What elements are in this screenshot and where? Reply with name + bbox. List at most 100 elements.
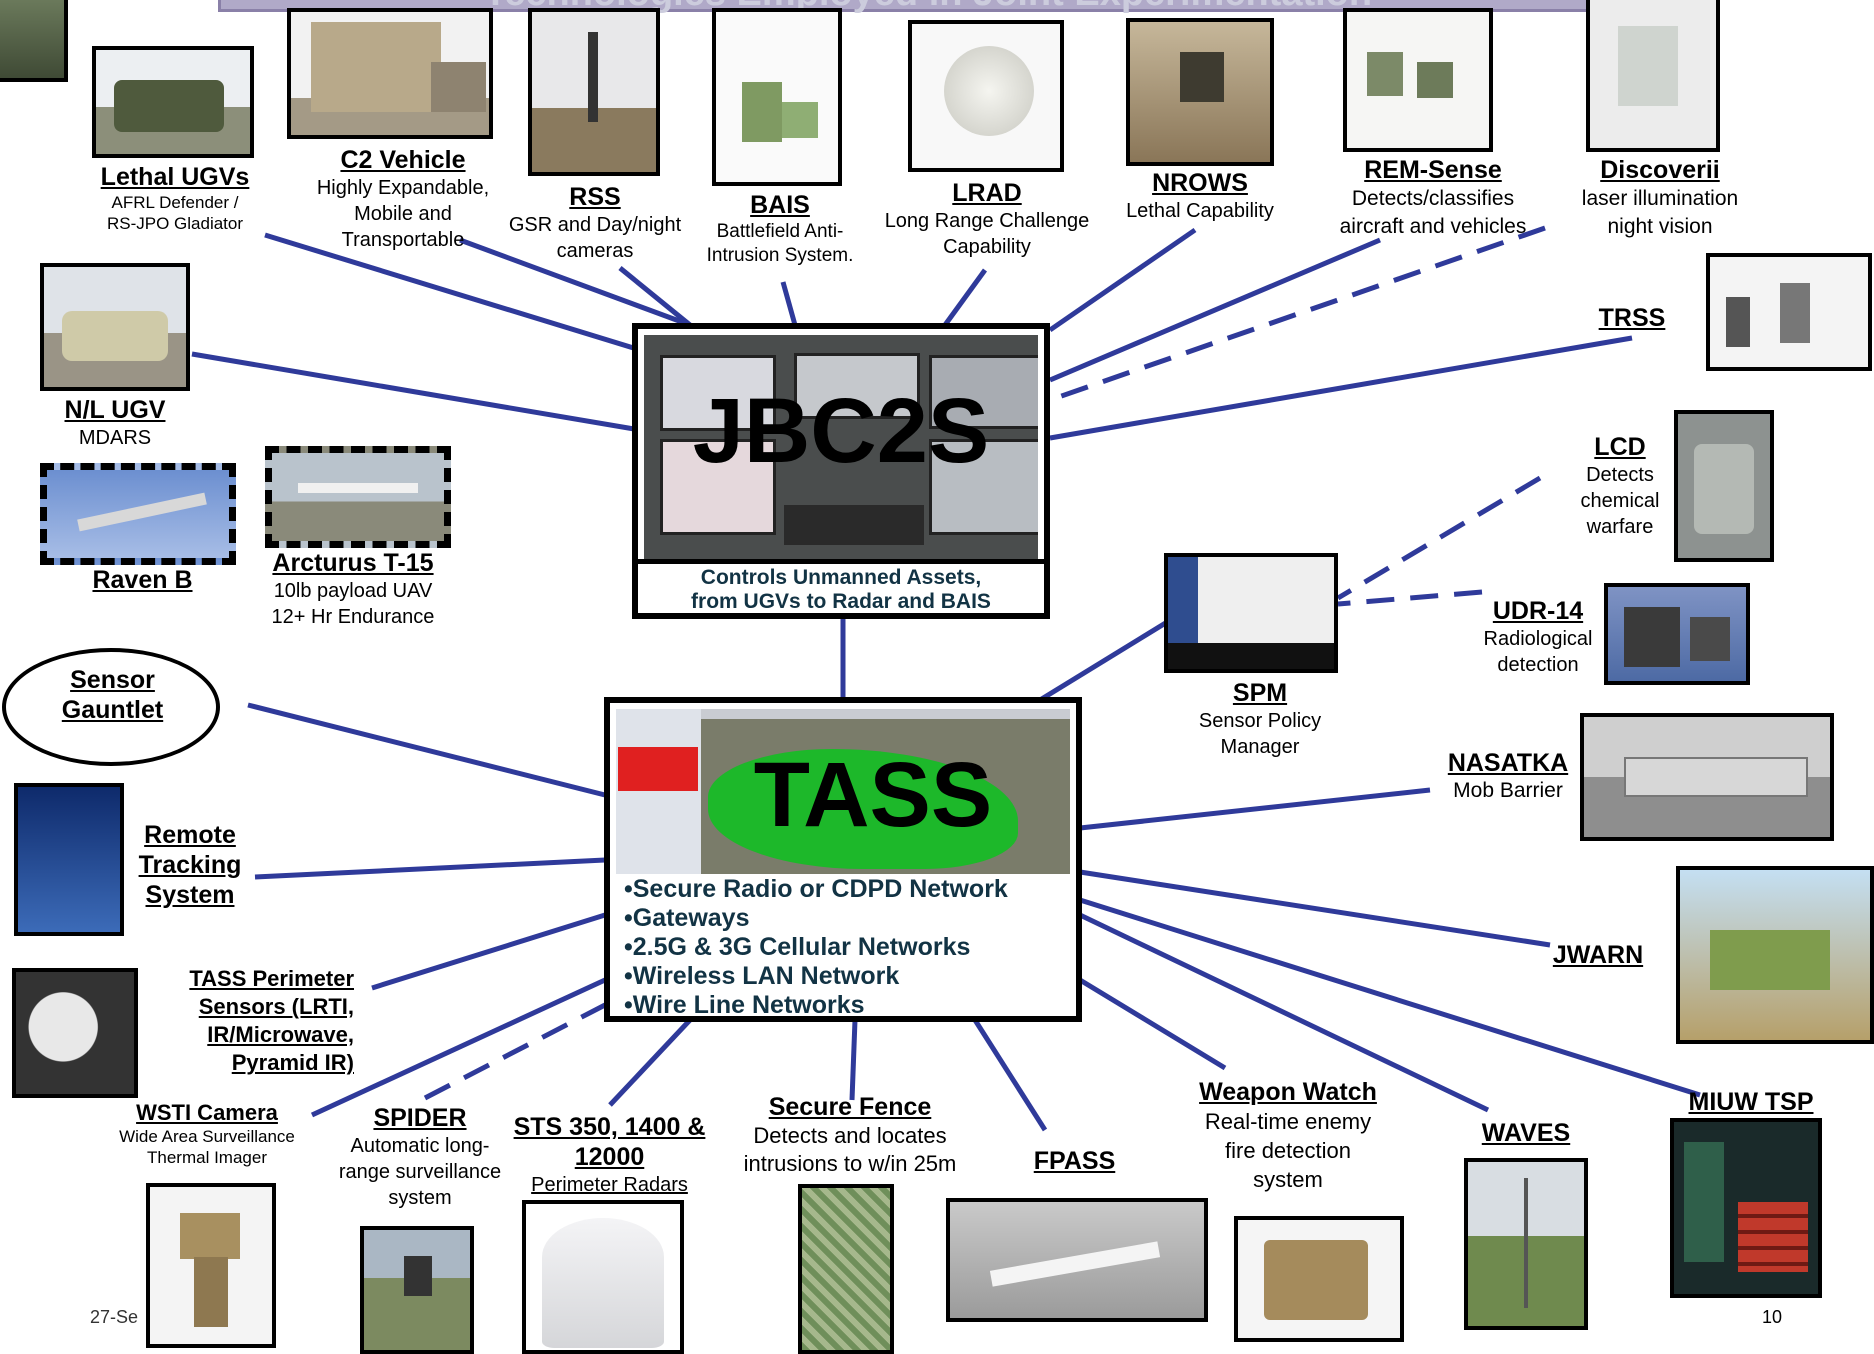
spm-desc1: Sensor Policy	[1198, 710, 1322, 732]
jbc2s-hub: JBC2S Controls Unmanned Assets, from UGV…	[632, 323, 1050, 619]
c2-vehicle-desc3: Transportable	[341, 229, 465, 251]
raven-b-photo	[40, 463, 236, 565]
lethal-ugvs-label: Lethal UGVs AFRL Defender / RS-JPO Gladi…	[80, 162, 270, 234]
secure-fence-desc1: Detects and locates	[753, 1123, 947, 1148]
rem-sense-desc2: aircraft and vehicles	[1339, 215, 1527, 238]
line-wsti	[310, 977, 607, 1118]
discoverii-label: Discoverii laser illumination night visi…	[1550, 155, 1770, 241]
line-trss	[1049, 335, 1633, 441]
jwarn-title: JWARN	[1552, 941, 1644, 969]
line-rem-sense	[1049, 237, 1381, 383]
nasatka-desc1: Mob Barrier	[1453, 779, 1563, 802]
tass-hub: TASS •Secure Radio or CDPD Network •Gate…	[604, 697, 1082, 1022]
c2-vehicle-desc2: Mobile and	[354, 203, 452, 225]
jbc2s-name: JBC2S	[692, 380, 990, 482]
bais-label: BAIS Battlefield Anti- Intrusion System.	[694, 190, 866, 268]
arcturus-desc1: 10lb payload UAV	[273, 580, 433, 602]
secure-fence-desc2: intrusions to w/in 25m	[743, 1151, 957, 1176]
c2-vehicle-title: C2 Vehicle	[340, 146, 466, 174]
bais-desc2: Intrusion System.	[706, 245, 854, 266]
line-lethal-ugvs	[264, 232, 641, 353]
miuw-photo	[1670, 1118, 1822, 1298]
nasatka-photo	[1580, 713, 1834, 841]
discoverii-desc1: laser illumination	[1581, 187, 1739, 210]
nasatka-label: NASATKA Mob Barrier	[1438, 748, 1578, 804]
network-item: •2.5G & 3G Cellular Networks	[624, 933, 971, 961]
spm-photo	[1164, 553, 1338, 673]
remote-tracking-photo	[14, 783, 124, 936]
tass-map-image	[616, 709, 1070, 874]
nl-ugv-desc1: MDARS	[78, 427, 152, 449]
udr14-photo	[1604, 583, 1750, 685]
line-c2-vehicle	[459, 237, 691, 328]
sensor-gauntlet-ellipse	[2, 648, 220, 766]
waves-title: WAVES	[1481, 1119, 1571, 1147]
nasatka-title: NASATKA	[1447, 749, 1569, 777]
spm-label: SPM Sensor Policy Manager	[1160, 678, 1360, 760]
wsti-photo	[146, 1183, 276, 1348]
lrad-title: LRAD	[952, 179, 1022, 207]
sts-title2: 12000	[574, 1143, 645, 1171]
trss-title: TRSS	[1598, 304, 1666, 332]
lethal-ugvs-desc2: RS-JPO Gladiator	[106, 214, 244, 233]
weapon-watch-desc1: Real-time enemy	[1204, 1109, 1372, 1134]
sensor-gauntlet-title2: Gauntlet	[61, 696, 164, 724]
tass-perimeter-label: TASS Perimeter Sensors (LRTI, IR/Microwa…	[144, 965, 354, 1077]
lethal-ugvs-photo	[92, 46, 254, 158]
rss-desc2: cameras	[556, 240, 634, 262]
sts-title1: STS 350, 1400 &	[513, 1113, 706, 1141]
udr14-title: UDR-14	[1492, 597, 1584, 625]
network-item: •Secure Radio or CDPD Network	[624, 875, 1008, 903]
jbc2s-console-image	[644, 335, 1038, 561]
line-lrad	[942, 268, 988, 327]
line-sts	[608, 1018, 692, 1107]
rss-desc1: GSR and Day/night	[508, 214, 682, 236]
discoverii-desc2: night vision	[1607, 215, 1713, 238]
udr14-desc2: detection	[1497, 654, 1579, 676]
lcd-label: LCD Detects chemical warfare	[1560, 432, 1680, 540]
lrad-photo	[908, 20, 1064, 172]
secure-fence-title: Secure Fence	[768, 1093, 932, 1121]
miuw-label: MIUW TSP	[1676, 1087, 1826, 1117]
c2-vehicle-desc1: Highly Expandable,	[316, 177, 490, 199]
lcd-desc2: chemical	[1580, 490, 1660, 512]
nrows-title: NROWS	[1152, 169, 1248, 197]
line-fpass	[972, 1018, 1048, 1132]
tass-perimeter-title1: TASS Perimeter	[189, 966, 354, 991]
rem-sense-label: REM-Sense Detects/classifies aircraft an…	[1318, 155, 1548, 241]
c2-vehicle-label: C2 Vehicle Highly Expandable, Mobile and…	[298, 145, 508, 253]
remote-tracking-label: Remote Tracking System	[126, 820, 254, 910]
jwarn-label: JWARN	[1538, 940, 1658, 970]
line-sensor-gauntlet	[247, 702, 606, 798]
bais-title: BAIS	[750, 191, 810, 219]
spider-desc3: system	[388, 1187, 452, 1209]
line-nrows	[1048, 227, 1197, 333]
discoverii-photo	[1586, 0, 1720, 152]
udr14-desc1: Radiological	[1483, 628, 1593, 650]
waves-photo	[1464, 1158, 1588, 1330]
sts-desc1: Perimeter Radars	[531, 1174, 688, 1196]
arcturus-label: Arcturus T-15 10lb payload UAV 12+ Hr En…	[258, 548, 448, 630]
lcd-title: LCD	[1594, 433, 1646, 461]
line-waves	[1078, 912, 1490, 1113]
spm-title: SPM	[1232, 679, 1288, 707]
wsti-desc1: Wide Area Surveillance	[119, 1127, 295, 1146]
line-nl-ugv	[191, 351, 641, 433]
weapon-watch-label: Weapon Watch Real-time enemy fire detect…	[1178, 1077, 1398, 1194]
bais-photo	[712, 8, 842, 186]
line-lcd	[1336, 475, 1542, 601]
trss-photo	[1706, 253, 1872, 371]
spider-title: SPIDER	[373, 1104, 467, 1132]
tass-perimeter-photo	[12, 968, 138, 1098]
tass-perimeter-title4: Pyramid IR)	[231, 1050, 354, 1075]
spider-desc1: Automatic long-	[350, 1135, 490, 1157]
network-item: •Gateways	[624, 904, 750, 932]
raven-b-label: Raven B	[70, 565, 215, 595]
arcturus-photo	[265, 446, 451, 548]
line-udr14	[1337, 589, 1483, 607]
lrad-desc2: Capability	[943, 236, 1031, 258]
fpass-label: FPASS	[1022, 1146, 1127, 1176]
line-secure-fence	[849, 1019, 858, 1101]
discoverii-title: Discoverii	[1600, 156, 1720, 184]
